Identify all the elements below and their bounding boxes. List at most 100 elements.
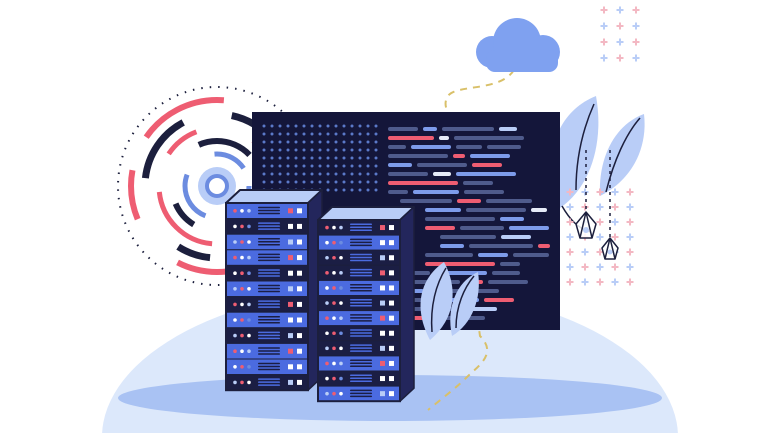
unit-vent xyxy=(350,392,372,395)
unit-port xyxy=(288,379,293,385)
unit-led xyxy=(240,255,244,260)
panel-dot xyxy=(334,172,338,176)
unit-led xyxy=(240,333,244,338)
unit-port xyxy=(389,391,394,397)
unit-port xyxy=(380,240,385,246)
code-line xyxy=(453,154,465,158)
panel-dot xyxy=(262,156,266,160)
panel-dot xyxy=(318,164,322,168)
panel-dot xyxy=(286,172,290,176)
unit-vent xyxy=(258,322,280,324)
unit-port xyxy=(297,301,302,307)
code-line xyxy=(388,154,448,158)
panel-dot xyxy=(294,132,298,136)
unit-led xyxy=(240,240,244,244)
code-line xyxy=(471,307,497,311)
plus-mark xyxy=(614,278,616,286)
rack-side xyxy=(399,206,415,402)
unit-port xyxy=(297,348,302,354)
unit-vent xyxy=(258,269,280,271)
panel-dot xyxy=(310,172,314,176)
unit-led xyxy=(339,271,343,275)
unit-vent xyxy=(258,272,280,274)
unit-port xyxy=(380,360,385,366)
panel-dot xyxy=(334,164,338,168)
circle-center-dot xyxy=(205,174,229,198)
panel-dot xyxy=(318,172,322,176)
plus-mark xyxy=(569,248,571,256)
unit-port xyxy=(288,208,293,214)
unit-port xyxy=(297,223,302,229)
panel-dot xyxy=(366,164,370,168)
unit-led xyxy=(339,316,343,320)
panel-dot xyxy=(286,124,290,128)
unit-led xyxy=(233,318,237,322)
plus-mark xyxy=(629,203,631,211)
panel-dot xyxy=(294,148,298,152)
unit-vent xyxy=(350,362,372,364)
unit-port xyxy=(380,330,385,336)
unit-vent xyxy=(258,334,280,337)
panel-dot xyxy=(366,180,370,184)
panel-dot xyxy=(350,164,354,168)
panel-dot xyxy=(326,124,330,128)
unit-led xyxy=(332,376,336,381)
unit-vent xyxy=(258,212,280,215)
code-line xyxy=(454,136,524,140)
plus-mark xyxy=(629,263,631,271)
unit-vent xyxy=(258,238,280,240)
unit-vent xyxy=(258,303,280,305)
unit-vent xyxy=(350,380,372,383)
cloud-icon xyxy=(476,18,560,72)
panel-dot xyxy=(350,148,354,152)
plus-mark xyxy=(629,188,631,196)
plus-mark xyxy=(603,54,605,62)
unit-port xyxy=(389,330,394,336)
unit-port xyxy=(389,315,394,321)
panel-dot xyxy=(278,164,282,168)
unit-led xyxy=(339,376,343,381)
panel-dot xyxy=(326,172,330,176)
unit-port xyxy=(380,391,385,397)
unit-vent xyxy=(258,300,280,302)
unit-led xyxy=(332,301,336,305)
unit-led xyxy=(325,271,329,275)
panel-dot xyxy=(358,180,362,184)
unit-led xyxy=(240,380,244,385)
panel-dot xyxy=(262,140,266,144)
unit-led xyxy=(339,240,343,245)
unit-vent xyxy=(350,317,372,319)
code-line xyxy=(472,163,502,167)
panel-dot xyxy=(366,124,370,128)
leaves-bottom xyxy=(420,262,479,340)
code-line xyxy=(492,271,520,275)
panel-dot xyxy=(318,180,322,184)
unit-led xyxy=(339,286,343,290)
plus-mark xyxy=(614,233,616,241)
plus-mark xyxy=(603,6,605,14)
panel-dot xyxy=(294,164,298,168)
plus-mark xyxy=(569,263,571,271)
plus-mark xyxy=(569,188,571,196)
unit-led xyxy=(325,331,329,336)
unit-vent xyxy=(258,306,280,308)
unit-led xyxy=(233,224,237,229)
unit-vent xyxy=(350,377,372,380)
panel-dot xyxy=(326,140,330,144)
panel-dot xyxy=(358,188,362,192)
panel-dot-grid xyxy=(262,124,378,192)
unit-port xyxy=(297,379,302,385)
panel-dot xyxy=(366,172,370,176)
leaves-right xyxy=(551,96,645,233)
unit-led xyxy=(240,365,244,369)
unit-vent xyxy=(350,320,372,322)
panel-dot xyxy=(262,180,266,184)
unit-vent xyxy=(350,226,372,229)
unit-vent xyxy=(258,287,280,290)
unit-vent xyxy=(258,222,280,224)
unit-vent xyxy=(258,275,280,277)
panel-dot xyxy=(270,140,274,144)
code-line xyxy=(417,163,467,167)
unit-vent xyxy=(350,359,372,361)
panel-dot xyxy=(326,148,330,152)
